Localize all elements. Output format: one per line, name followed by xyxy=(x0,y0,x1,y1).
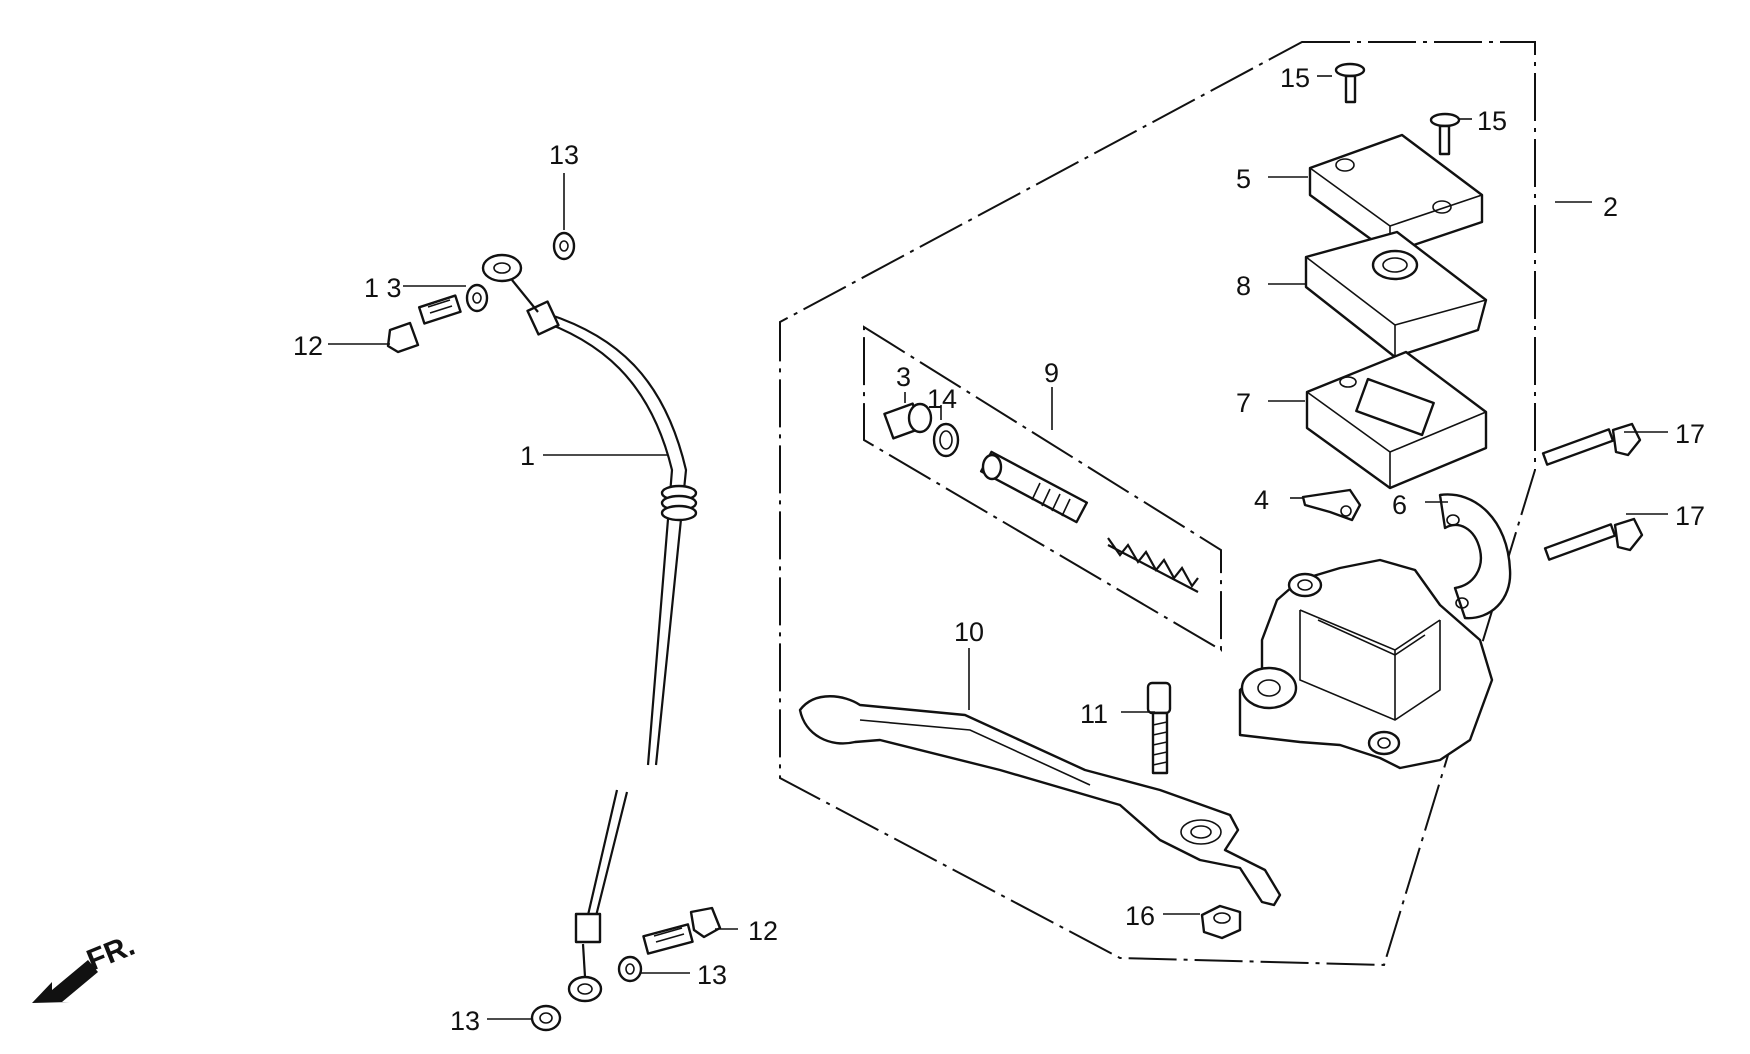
washer-13-upper-left xyxy=(465,283,489,313)
pivot-bolt-11 xyxy=(1146,681,1172,775)
callout-1: 1 xyxy=(520,441,535,471)
banjo-fitting-lower xyxy=(567,943,603,1003)
callout-2: 2 xyxy=(1603,192,1618,222)
screw-15-upper xyxy=(1334,62,1366,104)
callout-12-upper: 12 xyxy=(293,331,323,361)
front-direction-indicator: FR. xyxy=(32,929,139,1003)
brake-lever-10 xyxy=(798,695,1282,907)
callout-17-upper: 17 xyxy=(1675,419,1705,449)
banjo-bolt-12-upper xyxy=(386,294,462,354)
bolt-17-upper xyxy=(1541,422,1642,466)
piston-cup-3 xyxy=(883,402,933,440)
master-cylinder-body xyxy=(1238,558,1494,770)
leader-lines xyxy=(328,75,1668,1020)
callout-13-upper-left: 1 3 xyxy=(364,273,402,303)
circlip-14 xyxy=(932,422,960,458)
diaphragm-plate-8 xyxy=(1304,230,1488,359)
piston-spring xyxy=(1107,537,1199,593)
brake-hose xyxy=(526,300,698,944)
banjo-fitting-upper xyxy=(481,253,539,313)
callout-9: 9 xyxy=(1044,358,1059,388)
callout-4: 4 xyxy=(1254,485,1269,515)
reservoir-cover-5 xyxy=(1308,133,1484,255)
bolt-17-lower xyxy=(1543,517,1644,561)
callout-13-bottom: 13 xyxy=(450,1006,480,1036)
callout-3: 3 xyxy=(896,362,911,392)
diaphragm-7 xyxy=(1305,350,1488,490)
assembly-outline xyxy=(779,41,1536,967)
callout-13-top: 13 xyxy=(549,140,579,170)
screw-15-lower xyxy=(1429,112,1461,156)
nut-16 xyxy=(1200,904,1242,940)
callout-14: 14 xyxy=(927,384,957,414)
callout-16: 16 xyxy=(1125,901,1155,931)
callout-17-lower: 17 xyxy=(1675,501,1705,531)
piston-kit-outline xyxy=(863,325,1222,652)
callout-7: 7 xyxy=(1236,388,1251,418)
switch-plate-4 xyxy=(1301,488,1362,522)
callout-6: 6 xyxy=(1392,490,1407,520)
callout-5: 5 xyxy=(1236,164,1251,194)
callout-15-upper: 15 xyxy=(1280,63,1310,93)
callout-13-lower-right: 13 xyxy=(697,960,727,990)
banjo-bolt-12-lower xyxy=(642,906,722,955)
washer-13-lower-right xyxy=(617,955,643,983)
callout-8: 8 xyxy=(1236,271,1251,301)
front-direction-label: FR. xyxy=(82,929,139,978)
callout-15-lower: 15 xyxy=(1477,106,1507,136)
washer-13-bottom xyxy=(530,1004,562,1032)
callout-10: 10 xyxy=(954,617,984,647)
piston-9 xyxy=(979,450,1089,524)
callout-12-lower: 12 xyxy=(748,916,778,946)
callout-11: 11 xyxy=(1080,699,1108,729)
washer-13-top xyxy=(552,231,576,261)
holder-6 xyxy=(1438,493,1512,620)
front-arrow-icon xyxy=(32,960,98,1003)
